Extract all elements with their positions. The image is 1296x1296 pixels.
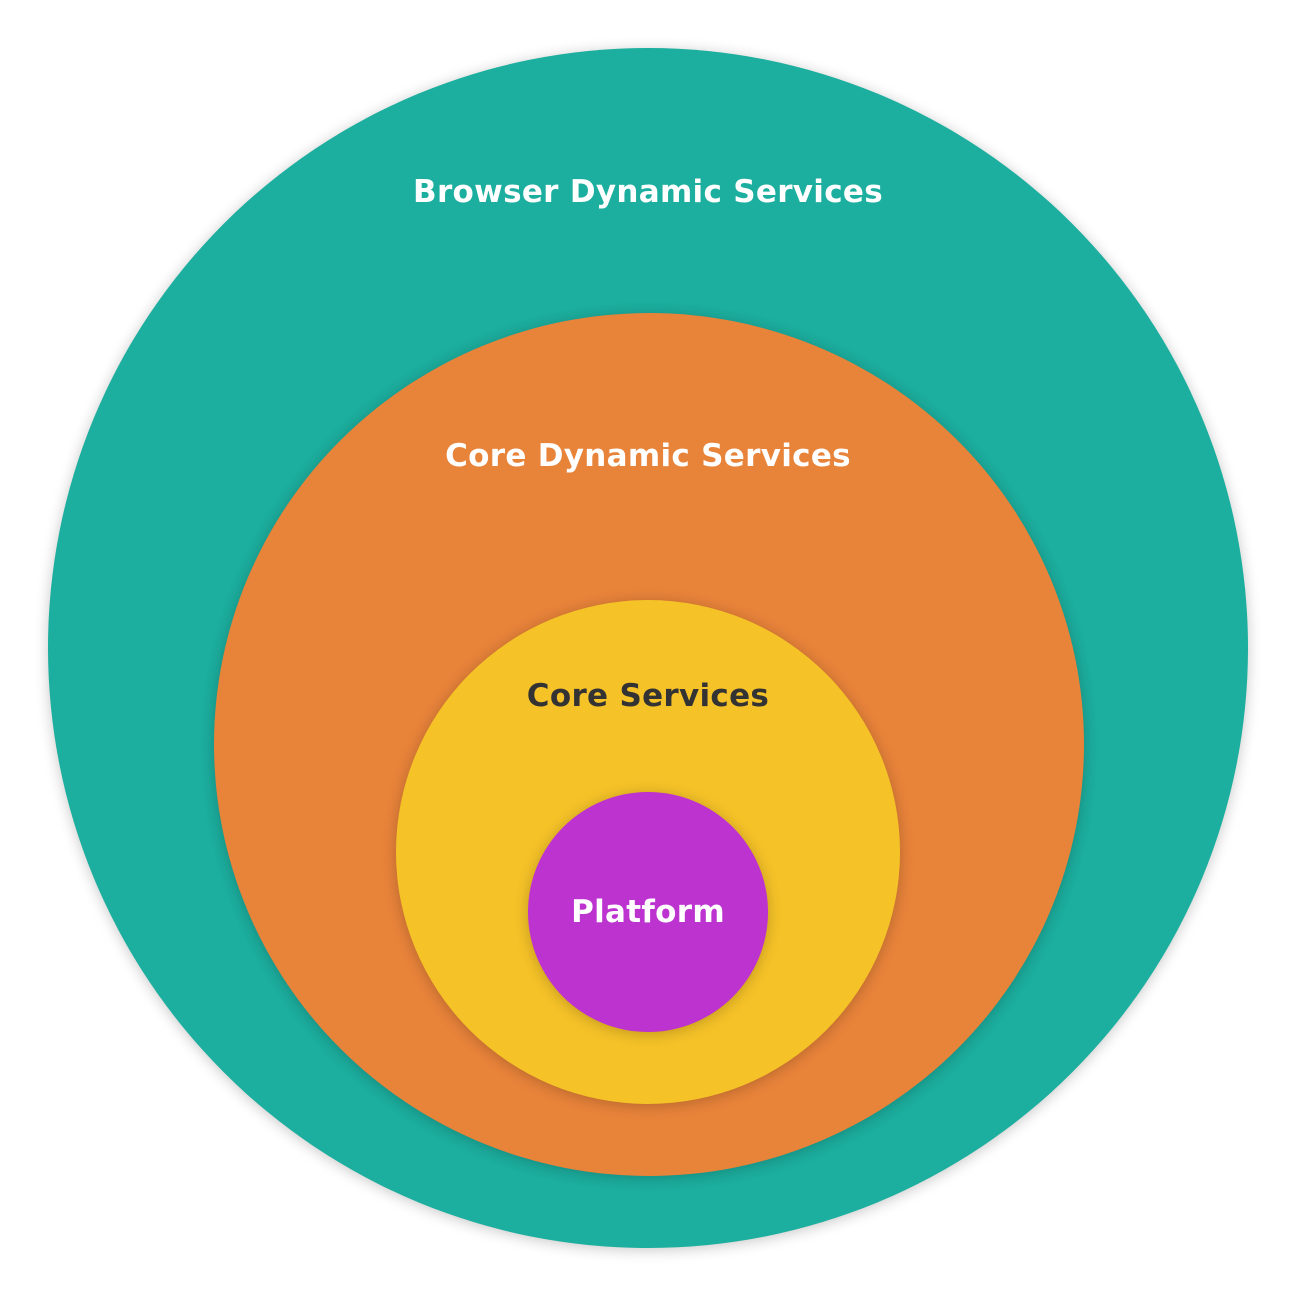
core-dynamic-services-label: Core Dynamic Services (445, 438, 851, 474)
browser-dynamic-services-label: Browser Dynamic Services (413, 174, 883, 210)
platform-label: Platform (571, 894, 725, 930)
core-services-label: Core Services (526, 678, 770, 714)
platform-circle (528, 792, 768, 1032)
